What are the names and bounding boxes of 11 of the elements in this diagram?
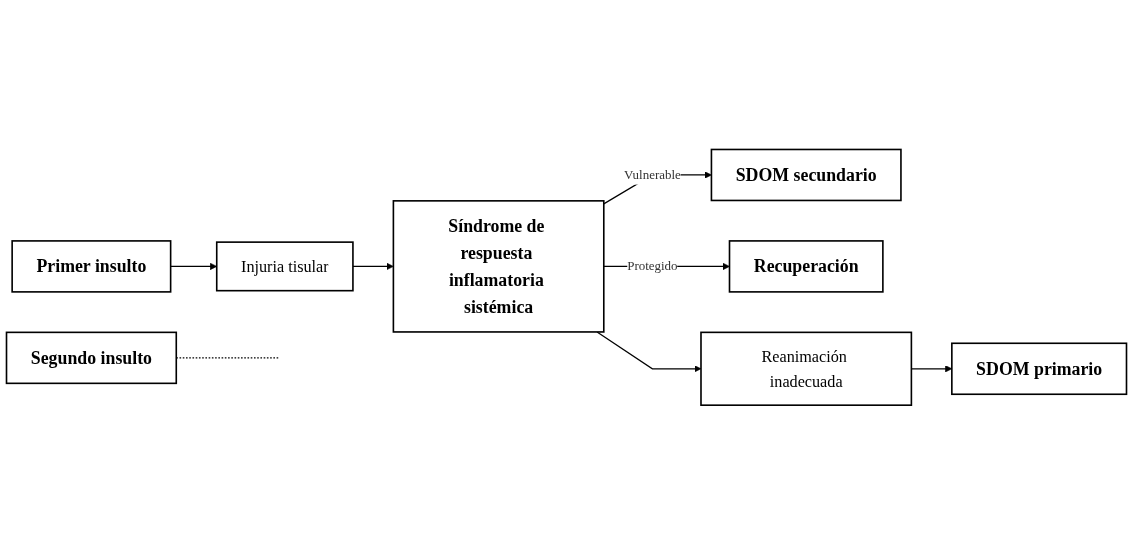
node-box: Injuria tisular [215,241,354,292]
edge-label: Vulnerable [624,167,681,182]
node-box: Segundo insulto [5,331,178,384]
node-box: Reanimación inadecuada [700,331,913,406]
node-box: SDOM primario [951,342,1128,395]
node-box: Primer insulto [11,239,172,293]
node-box: Recuperación [728,239,884,293]
node-box: SDOM secundario [710,148,902,201]
edge-label: Protegido [627,258,678,273]
node-box: Síndrome de respuesta inflamatoria sistémica [392,199,605,333]
arrow [352,262,394,270]
